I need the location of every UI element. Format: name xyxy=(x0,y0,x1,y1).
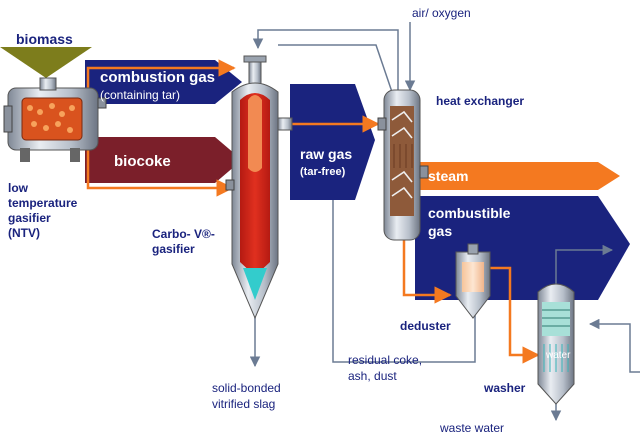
label-deduster: deduster xyxy=(400,319,451,333)
residual-line xyxy=(332,200,476,363)
ntv-gasifier xyxy=(3,77,107,162)
recycle-line xyxy=(252,29,399,90)
combustion-gas-arrow xyxy=(85,60,242,104)
combustion-gas-line xyxy=(86,59,236,97)
biomass-hopper xyxy=(0,47,92,78)
label-slag-2: vitrified slag xyxy=(212,397,275,411)
carbo-v-gasifier xyxy=(225,55,293,320)
label-containing-tar: (containing tar) xyxy=(100,88,180,102)
label-ntv-3: gasifier xyxy=(8,211,51,225)
deduster-to-washer-line xyxy=(490,266,540,364)
steam-arrow xyxy=(415,162,620,190)
raw-gas-feed-line xyxy=(278,44,393,93)
label-ntv-4: (NTV) xyxy=(8,226,40,240)
label-combustion-gas: combustion gas xyxy=(100,69,215,86)
return-line xyxy=(588,318,640,373)
label-ntv-1: low xyxy=(8,181,29,195)
label-ntv-2: temperature xyxy=(8,196,78,210)
label-slag-1: solid-bonded xyxy=(212,381,281,395)
label-combustible-1: combustible xyxy=(428,205,511,221)
heat-exchanger-unit xyxy=(377,89,429,241)
label-water: water xyxy=(545,350,571,361)
label-raw-gas: raw gas xyxy=(300,146,352,162)
deduster-unit xyxy=(455,243,491,319)
orange-lines xyxy=(86,59,540,364)
grey-lines xyxy=(249,22,640,422)
label-biocoke: biocoke xyxy=(114,153,171,170)
to-deduster-line xyxy=(402,240,452,304)
label-tar-free: (tar-free) xyxy=(300,166,346,178)
label-waste-water: waste water xyxy=(439,421,504,435)
label-steam: steam xyxy=(428,168,468,184)
biocoke-arrow xyxy=(85,137,242,183)
label-carbo-2: gasifier xyxy=(152,242,195,256)
label-washer: washer xyxy=(483,381,526,395)
label-residual-1: residual coke, xyxy=(348,353,422,367)
label-residual-2: ash, dust xyxy=(348,369,397,383)
label-heat-exchanger: heat exchanger xyxy=(436,94,524,108)
label-biomass: biomass xyxy=(16,31,73,47)
label-combustible-2: gas xyxy=(428,223,452,239)
biocoke-line xyxy=(86,150,234,197)
label-air-oxygen: air/ oxygen xyxy=(412,6,471,20)
label-carbo-1: Carbo- V®- xyxy=(152,227,215,241)
water-in-line xyxy=(555,244,614,290)
raw-gas-arrow xyxy=(290,84,375,200)
washer-unit xyxy=(537,283,575,405)
